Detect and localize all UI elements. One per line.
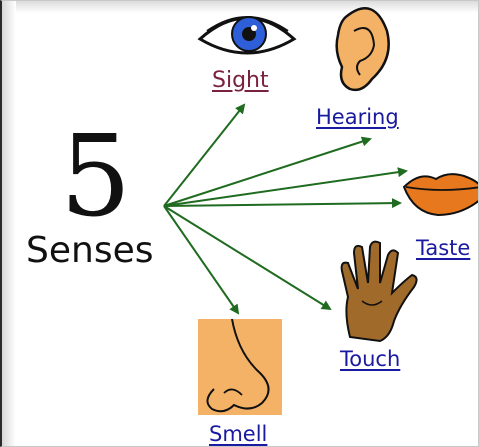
eye-icon [200,17,294,53]
arrow-to-touch [164,206,330,309]
arrow-to-sight [164,105,244,206]
ear-icon [337,8,389,90]
arrow-to-lips [164,203,400,206]
arrow-to-taste-1 [164,171,406,206]
arrow-to-hearing [164,139,370,206]
senses-title: Senses [26,231,153,271]
nose-icon [198,319,282,415]
label-touch[interactable]: Touch [340,347,400,371]
arrow-to-smell [164,206,238,313]
label-taste[interactable]: Taste [416,236,470,260]
hand-icon [342,242,417,341]
label-sight[interactable]: Sight [212,68,269,93]
label-smell[interactable]: Smell [209,422,267,446]
number-five: 5 [60,121,131,233]
label-hearing[interactable]: Hearing [316,105,399,129]
lips-icon [404,174,479,215]
